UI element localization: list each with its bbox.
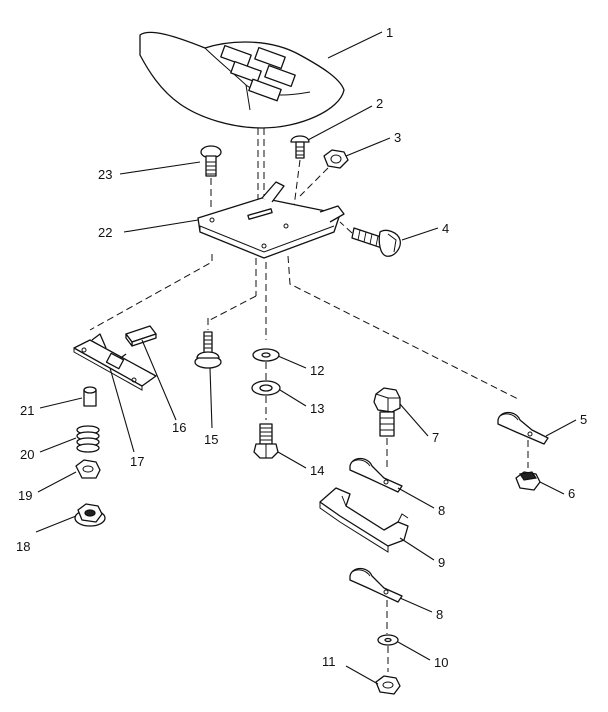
callout-numbers: 1 2 3 4 5 6 7 8 9 8 10 11 12 13 14 15 16… [16,25,587,670]
part-1-seat [139,31,345,129]
part-16-spacer [125,325,157,347]
dash-plate-to-17 [89,254,213,331]
part-12-washer [252,348,280,362]
part-13-lock-washer [251,380,281,396]
part-3-nut [323,149,349,169]
part-8-clamp-lower [349,567,403,603]
part-22-mounting-plate [197,181,345,259]
callout-23: 23 [98,167,112,182]
callout-3: 3 [394,130,401,145]
part-17-bracket [73,333,157,391]
callout-13: 13 [310,401,324,416]
callout-11: 11 [322,654,336,669]
part-2-screw [290,135,310,159]
dash-plate-to-15b [209,295,257,321]
part-19-nut [75,459,101,479]
callout-8-lower: 8 [436,607,443,622]
part-5-clamp [497,411,549,445]
callout-1: 1 [386,25,393,40]
part-21-pin [83,386,97,407]
part-7-hex-bolt [373,387,401,437]
callout-5: 5 [580,412,587,427]
callout-17: 17 [130,454,144,469]
dash-3 [299,167,329,197]
callout-19: 19 [18,488,32,503]
callout-16: 16 [172,420,186,435]
callout-4: 4 [442,221,449,236]
callout-7: 7 [432,430,439,445]
callout-15: 15 [204,432,218,447]
callout-6: 6 [568,486,575,501]
part-18-flange-nut [74,503,106,527]
part-23-carriage-bolt [200,145,222,177]
callout-2: 2 [376,96,383,111]
part-10-washer [377,634,399,646]
part-8-clamp-upper [349,457,403,493]
part-9-u-bracket [319,487,409,553]
callout-8-upper: 8 [438,503,445,518]
part-11-nut [375,675,401,695]
leader-lines [35,31,577,685]
callout-12: 12 [310,363,324,378]
part-6-lock-nut [515,471,541,491]
callout-20: 20 [20,447,34,462]
callout-14: 14 [310,463,324,478]
part-14-hex-bolt [253,423,279,459]
callout-9: 9 [438,555,445,570]
dash-4 [339,221,353,234]
dash-plate-to-5 [287,255,521,401]
part-20-spring [76,425,100,453]
part-4-flange-bolt [351,227,401,257]
callout-22: 22 [98,225,112,240]
callout-21: 21 [20,403,34,418]
callout-10: 10 [434,655,448,670]
callout-18: 18 [16,539,30,554]
part-15-shoulder-bolt [194,331,222,369]
